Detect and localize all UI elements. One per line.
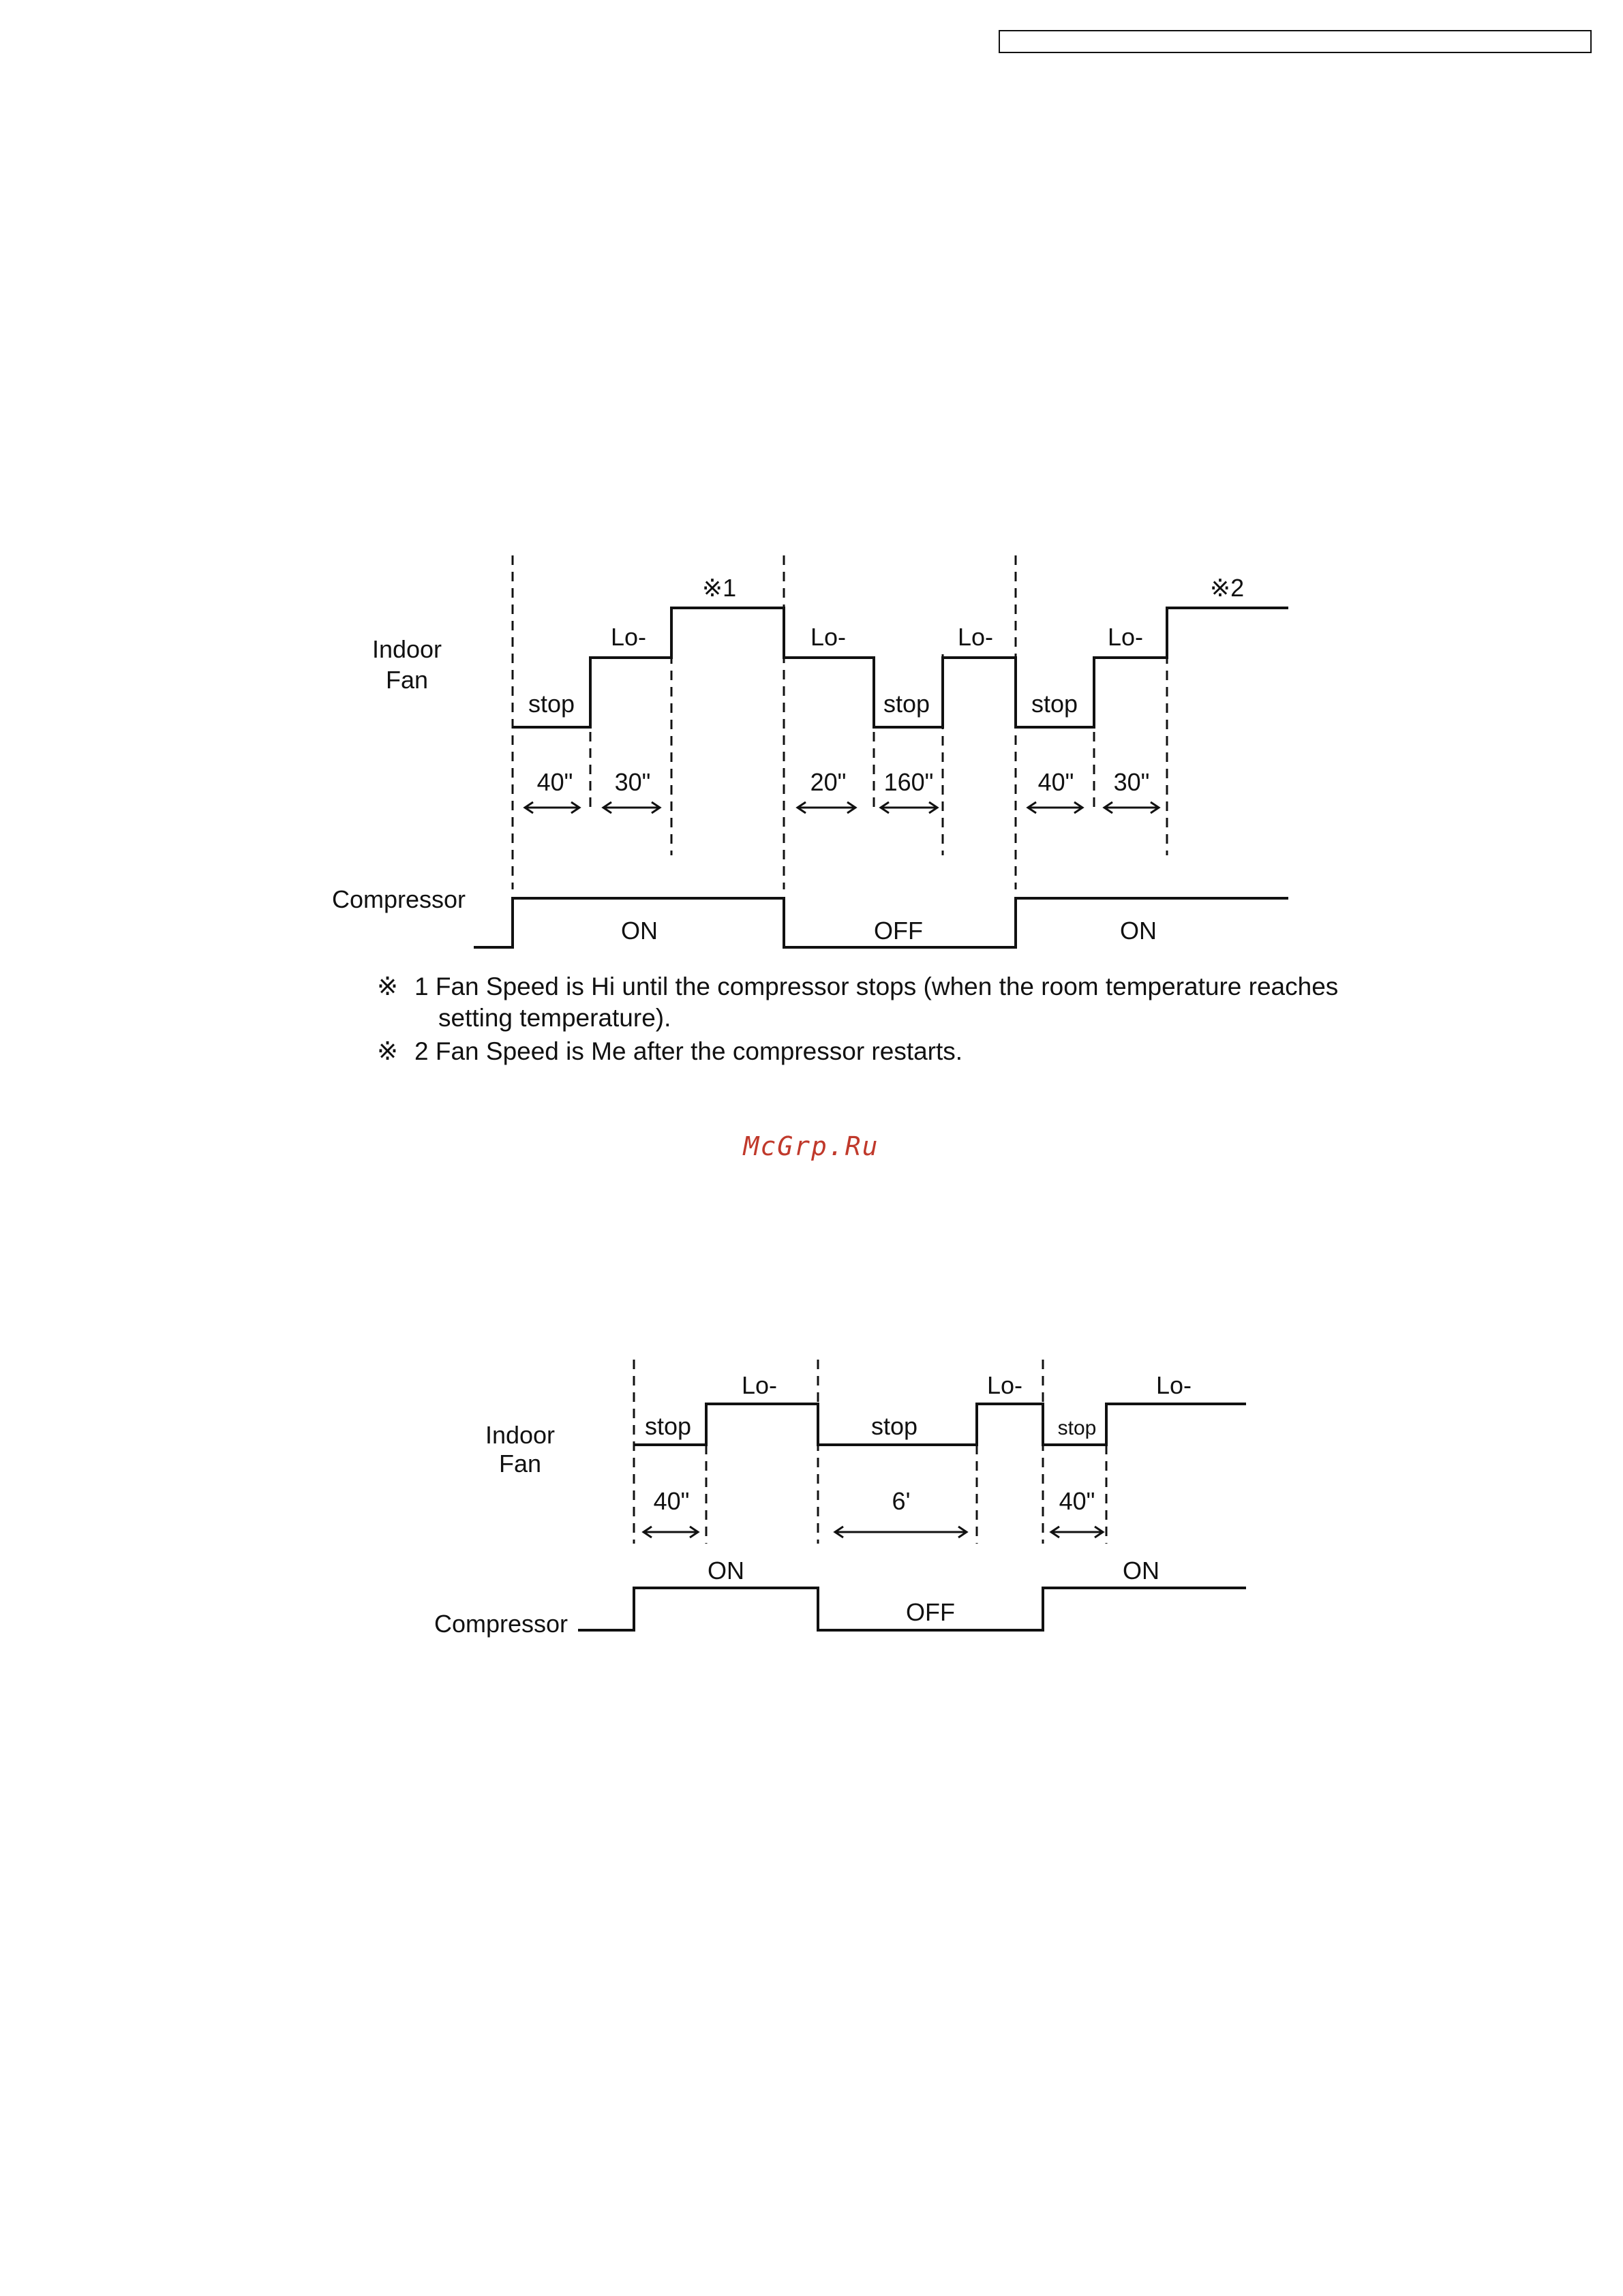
duration-arrow <box>879 801 939 814</box>
duration-arrow <box>641 1525 700 1539</box>
watermark: McGrp.Ru <box>743 1131 879 1161</box>
footnote-1-continued: setting temperature). <box>438 1002 671 1035</box>
compressor-state-label: OFF <box>874 917 923 945</box>
indoor-fan-label: Indoor <box>485 1421 555 1449</box>
fan-segment-label: Lo- <box>987 1371 1022 1399</box>
fan-segment-label: stop <box>645 1412 691 1440</box>
indoor-fan-label: Fan <box>386 666 428 694</box>
indoor-fan-waveform <box>513 607 1288 729</box>
diagram-1: Indoor Fan Compressor stop Lo- Lo- stop … <box>332 555 1288 949</box>
fan-segment-label: Lo- <box>958 623 993 651</box>
note-text: 1 Fan Speed is Hi until the compressor s… <box>414 973 1339 1000</box>
indoor-fan-waveform <box>634 1403 1246 1446</box>
note-symbol: ※ <box>377 1037 399 1065</box>
indoor-fan-label: Indoor <box>372 635 442 663</box>
compressor-state-label: OFF <box>906 1598 955 1626</box>
duration-arrow <box>1102 801 1161 814</box>
duration-arrow <box>795 801 858 814</box>
duration-label: 40" <box>654 1487 690 1515</box>
duration-label: 6' <box>892 1487 911 1515</box>
duration-label: 30" <box>615 768 651 796</box>
duration-label: 40" <box>537 768 573 796</box>
fan-segment-label: stop <box>883 690 930 718</box>
fan-segment-label: Lo- <box>1156 1371 1192 1399</box>
diagram-2: Indoor Fan Compressor stop Lo- stop Lo- … <box>434 1360 1246 1638</box>
fan-segment-label: stop <box>1058 1417 1097 1439</box>
fan-segment-label: Lo- <box>1108 623 1143 651</box>
compressor-state-label: ON <box>1120 917 1157 945</box>
compressor-state-label: ON <box>1123 1557 1159 1585</box>
fan-segment-label: Lo- <box>810 623 846 651</box>
header-box <box>999 30 1592 53</box>
compressor-waveform <box>578 1587 1246 1632</box>
duration-label: 40" <box>1059 1487 1095 1515</box>
note-mark: ※2 <box>1210 574 1244 602</box>
duration-arrow <box>601 801 662 814</box>
note-text: setting temperature). <box>438 1004 671 1032</box>
duration-arrow <box>833 1525 969 1539</box>
compressor-state-label: ON <box>621 917 658 945</box>
duration-label: 40" <box>1038 768 1074 796</box>
compressor-state-label: ON <box>708 1557 744 1585</box>
fan-segment-label: Lo- <box>742 1371 777 1399</box>
duration-label: 30" <box>1114 768 1150 796</box>
compressor-label: Compressor <box>434 1610 568 1638</box>
duration-label: 160" <box>884 768 934 796</box>
fan-segment-label: Lo- <box>611 623 646 651</box>
fan-segment-label: stop <box>1031 690 1078 718</box>
note-text: 2 Fan Speed is Me after the compressor r… <box>414 1037 963 1065</box>
fan-segment-label: stop <box>528 690 575 718</box>
duration-arrow <box>1049 1525 1105 1539</box>
note-symbol: ※ <box>377 973 399 1000</box>
duration-arrow <box>523 801 581 814</box>
compressor-label: Compressor <box>332 885 466 913</box>
duration-label: 20" <box>810 768 847 796</box>
fan-segment-label: stop <box>871 1412 917 1440</box>
note-mark: ※1 <box>702 574 736 602</box>
indoor-fan-label: Fan <box>499 1450 541 1478</box>
duration-arrow <box>1026 801 1084 814</box>
compressor-waveform <box>474 897 1288 949</box>
